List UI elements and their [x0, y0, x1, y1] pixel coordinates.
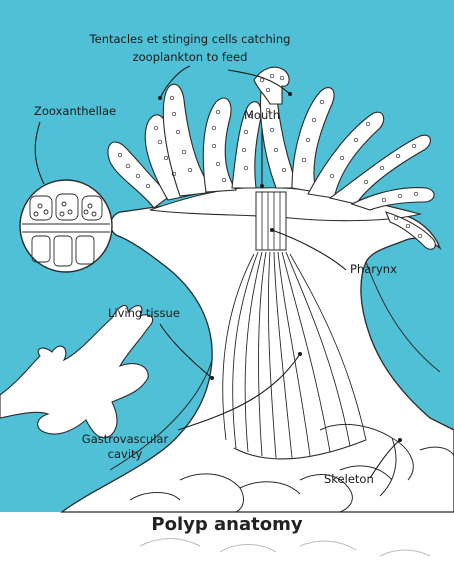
label-pharynx: Pharynx [350, 262, 397, 276]
label-tentacles-line2: zooplankton to feed [60, 50, 320, 64]
label-mouth: Mouth [244, 108, 280, 122]
label-living-tissue: Living tissue [108, 306, 180, 320]
label-gastrovascular-line1: Gastrovascular [60, 432, 190, 446]
diagram-caption: Polyp anatomy [0, 514, 454, 535]
label-gastrovascular-line2: cavity [60, 447, 190, 461]
label-tentacles-line1: Tentacles et stinging cells catching [60, 32, 320, 46]
pharynx [256, 192, 286, 250]
zooxanthellae-magnifier [20, 180, 112, 272]
label-zooxanthellae: Zooxanthellae [34, 104, 116, 118]
label-skeleton: Skeleton [324, 472, 374, 486]
